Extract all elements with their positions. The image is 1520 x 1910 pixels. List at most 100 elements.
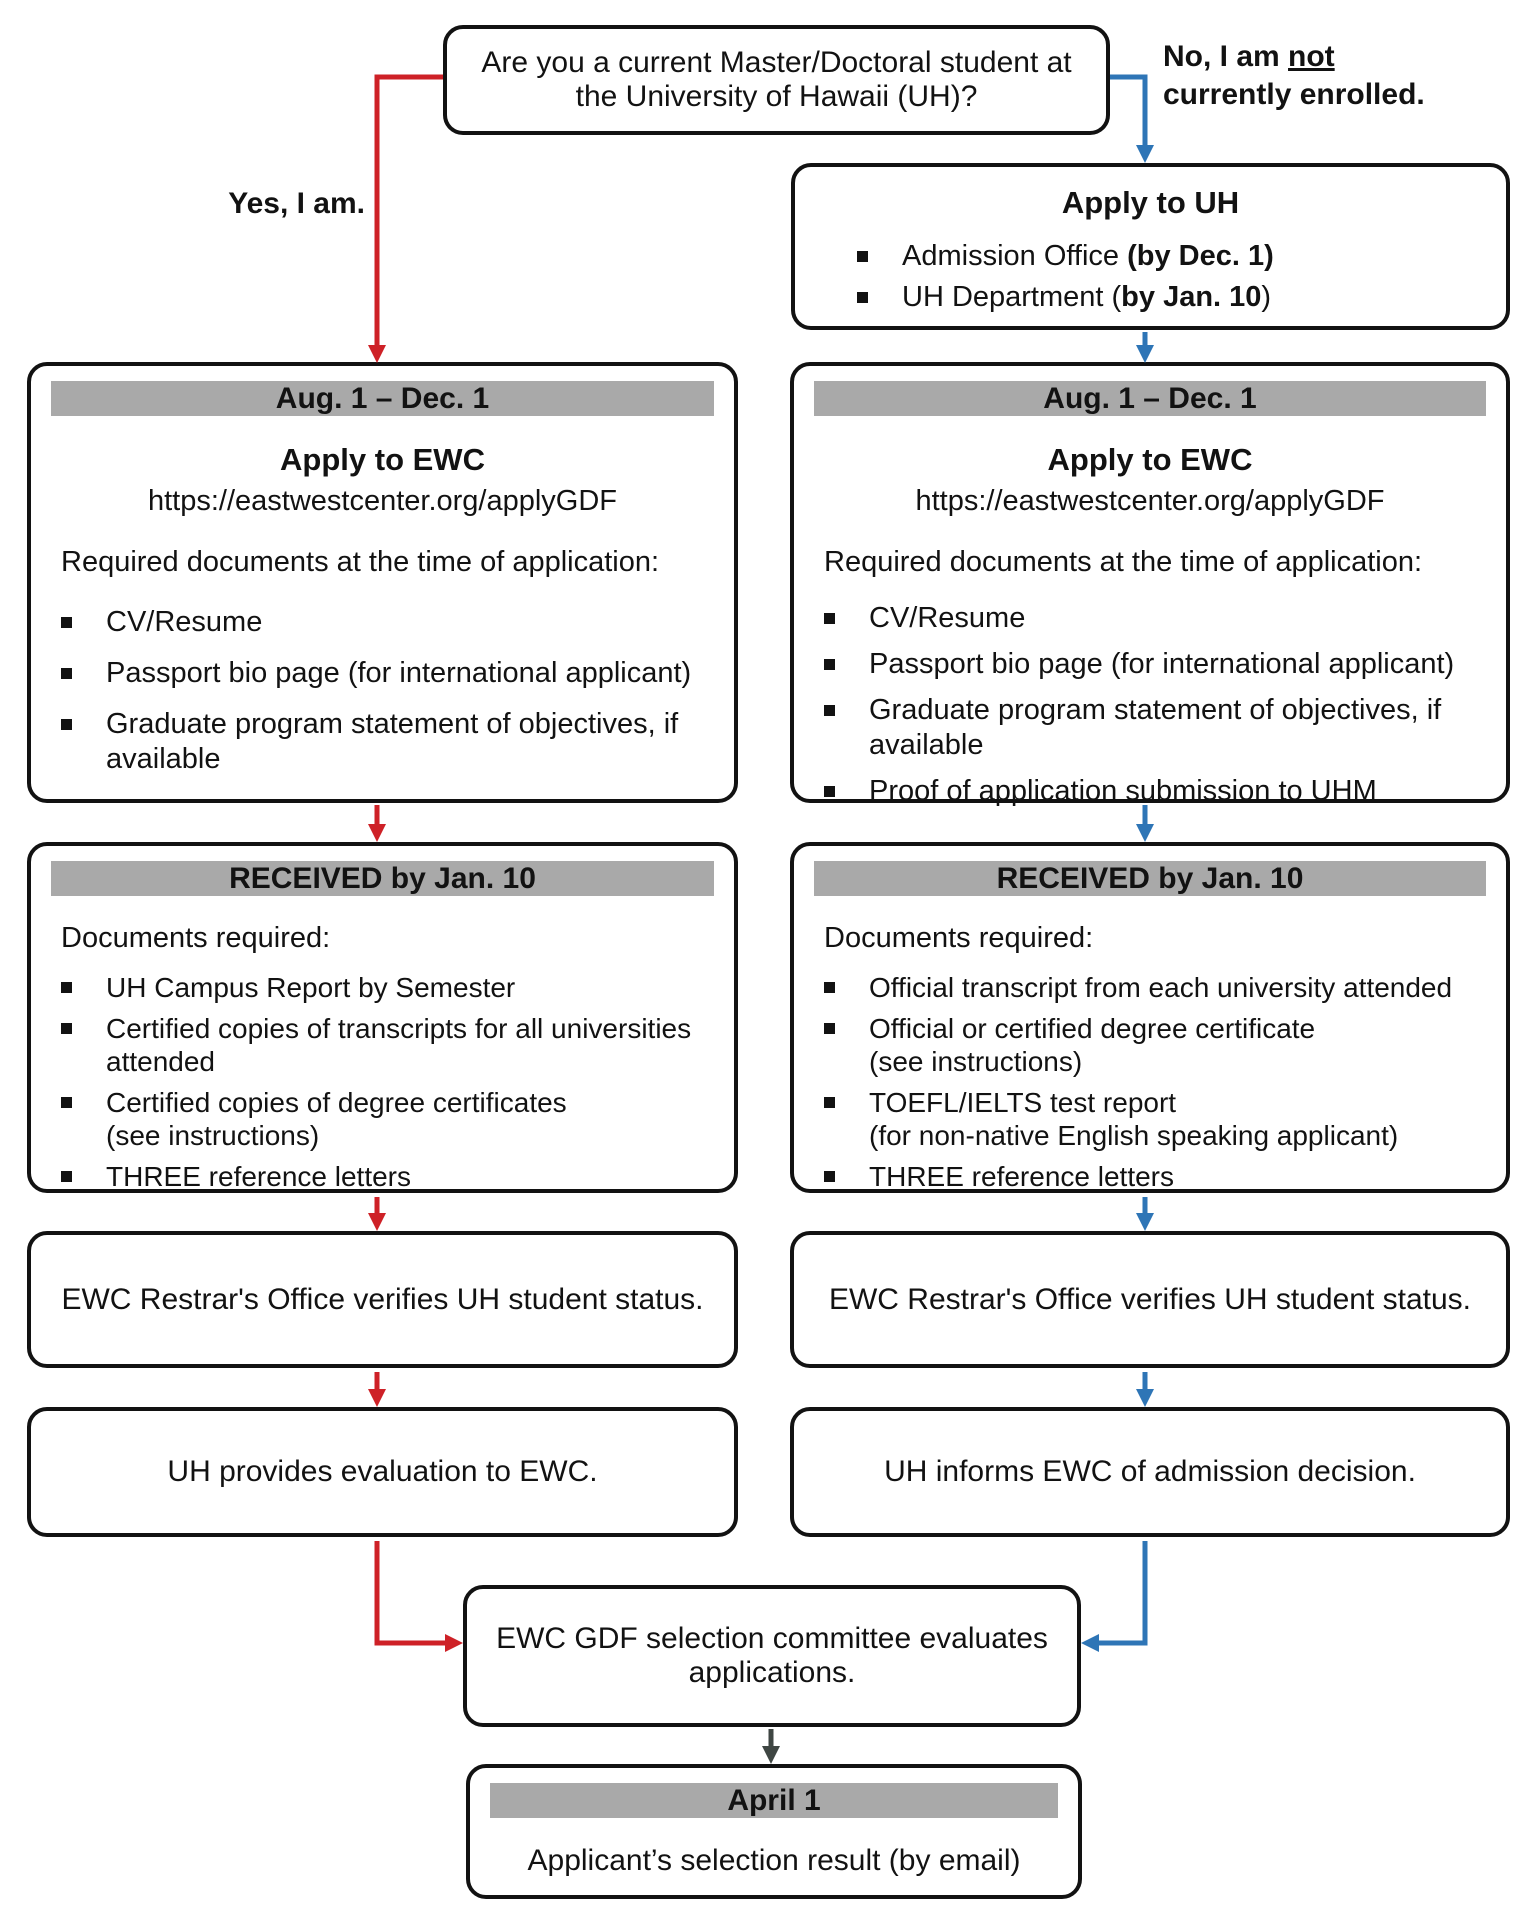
list-item: CV/Resume	[824, 601, 1482, 636]
list-item-text: Admission Office (by Dec. 1)	[902, 239, 1274, 274]
bullet-square-icon	[824, 705, 835, 716]
no-label-line2: currently enrolled.	[1163, 78, 1425, 111]
verify-right-box: EWC Restrar's Office verifies UH student…	[790, 1231, 1510, 1368]
bullet-square-icon	[61, 719, 72, 730]
list-item-bold: by Jan. 10	[1121, 281, 1262, 313]
list-item: Proof of application submission to UHM	[824, 774, 1482, 809]
bullet-list: UH Campus Report by Semester Certified c…	[61, 971, 710, 1193]
verify-left-text: EWC Restrar's Office verifies UH student…	[61, 1282, 704, 1316]
bullet-square-icon	[61, 617, 72, 628]
box-intro: Required documents at the time of applic…	[61, 546, 660, 578]
list-item-text: CV/Resume	[106, 606, 263, 638]
bullet-list: CV/Resume Passport bio page (for interna…	[824, 601, 1482, 809]
list-item: Official or certified degree certificate…	[824, 1012, 1482, 1078]
verify-right-text: EWC Restrar's Office verifies UH student…	[828, 1282, 1472, 1316]
committee-text: EWC GDF selection committee evaluates ap…	[496, 1622, 1048, 1689]
list-item-text: CV/Resume	[869, 602, 1026, 634]
eval-right-box: UH informs EWC of admission decision.	[790, 1407, 1510, 1537]
list-item: THREE reference letters	[824, 1160, 1482, 1193]
list-item-text: Official transcript from each university…	[869, 972, 1453, 1003]
box-title: Apply to EWC	[1047, 442, 1253, 477]
received-right-box: RECEIVED by Jan. 10 Documents required: …	[790, 842, 1510, 1193]
committee-box: EWC GDF selection committee evaluates ap…	[463, 1585, 1081, 1727]
red-arrow-question-to-apply	[368, 74, 443, 363]
list-item-text2: (see instructions)	[869, 1046, 1083, 1077]
date-banner: Aug. 1 – Dec. 1	[814, 381, 1486, 416]
bullet-square-icon	[824, 659, 835, 670]
question-box: Are you a current Master/Doctoral studen…	[443, 25, 1110, 135]
yes-path-label: Yes, I am.	[160, 185, 365, 223]
eval-left-box: UH provides evaluation to EWC.	[27, 1407, 738, 1537]
bullet-square-icon	[824, 786, 835, 797]
date-banner: RECEIVED by Jan. 10	[814, 861, 1486, 896]
box-title: Apply to EWC	[280, 442, 485, 477]
list-item-post: )	[1261, 281, 1272, 313]
date-banner: RECEIVED by Jan. 10	[51, 861, 714, 896]
list-item-text: UH Campus Report by Semester	[106, 972, 516, 1003]
list-item: Graduate program statement of objectives…	[824, 693, 1482, 763]
box-intro: Documents required:	[824, 922, 1094, 954]
list-item-text: Official or certified degree certificate	[869, 1013, 1316, 1044]
box-title: Apply to UH	[1061, 185, 1240, 220]
eval-right-text: UH informs EWC of admission decision.	[884, 1455, 1416, 1488]
date-banner: April 1	[490, 1783, 1058, 1818]
no-label-underlined: not	[1288, 40, 1335, 73]
bullet-square-icon	[824, 613, 835, 624]
list-item: UH Department (by Jan. 10)	[857, 280, 1482, 315]
bullet-list: CV/Resume Passport bio page (for interna…	[61, 605, 710, 777]
bullet-square-icon	[61, 1171, 72, 1182]
bullet-square-icon	[61, 668, 72, 679]
bullet-square-icon	[857, 292, 868, 303]
list-item-text: Passport bio page (for international app…	[106, 657, 692, 689]
list-item: Certified copies of transcripts for all …	[61, 1012, 710, 1078]
red-arrow-eval-to-committee	[374, 1541, 463, 1652]
list-item: Certified copies of degree certificates(…	[61, 1086, 710, 1152]
yes-label-text: Yes, I am.	[228, 187, 365, 220]
bullet-square-icon	[61, 1023, 72, 1034]
list-item: Admission Office (by Dec. 1)	[857, 239, 1482, 274]
bullet-square-icon	[824, 982, 835, 993]
date-banner: Aug. 1 – Dec. 1	[51, 381, 714, 416]
list-item-text2: (for non-native English speaking applica…	[869, 1120, 1399, 1151]
blue-arrow-question-to-applyuh	[1110, 74, 1154, 163]
list-item: UH Campus Report by Semester	[61, 971, 710, 1004]
no-path-label: No, I am not currently enrolled.	[1163, 38, 1493, 114]
april-box: April 1 Applicant’s selection result (by…	[466, 1764, 1082, 1899]
list-item: THREE reference letters	[61, 1160, 710, 1193]
bullet-square-icon	[824, 1023, 835, 1034]
bullet-square-icon	[61, 1097, 72, 1108]
list-item: Passport bio page (for international app…	[824, 647, 1482, 682]
list-item-text: THREE reference letters	[869, 1161, 1174, 1192]
list-item: CV/Resume	[61, 605, 710, 640]
list-item-text: Graduate program statement of objectives…	[106, 708, 679, 775]
no-label-pre: No, I am	[1163, 40, 1289, 73]
list-item-text: Proof of application submission to UHM	[869, 775, 1377, 807]
no-label-line1: No, I am not	[1163, 40, 1335, 73]
list-item-text: Certified copies of degree certificates	[106, 1087, 567, 1118]
box-url: https://eastwestcenter.org/applyGDF	[915, 485, 1385, 517]
bullet-square-icon	[824, 1097, 835, 1108]
apply-ewc-right-box: Aug. 1 – Dec. 1 Apply to EWC https://eas…	[790, 362, 1510, 807]
verify-left-box: EWC Restrar's Office verifies UH student…	[27, 1231, 738, 1368]
bullet-square-icon	[824, 1171, 835, 1182]
blue-arrow-eval-to-committee	[1081, 1541, 1148, 1652]
bullet-square-icon	[61, 982, 72, 993]
box-intro: Required documents at the time of applic…	[824, 546, 1423, 578]
list-item-text: TOEFL/IELTS test report	[869, 1087, 1177, 1118]
apply-uh-box: Apply to UH Admission Office (by Dec. 1)…	[791, 163, 1510, 330]
eval-left-text: UH provides evaluation to EWC.	[167, 1455, 598, 1488]
apply-ewc-left-box: Aug. 1 – Dec. 1 Apply to EWC https://eas…	[27, 362, 738, 803]
question-text: Are you a current Master/Doctoral studen…	[481, 46, 1072, 113]
list-item: Passport bio page (for international app…	[61, 656, 710, 691]
april-result-text: Applicant’s selection result (by email)	[527, 1844, 1021, 1877]
list-item-text2: (see instructions)	[106, 1120, 320, 1151]
list-item-text: Certified copies of transcripts for all …	[106, 1013, 692, 1077]
received-left-box: RECEIVED by Jan. 10 Documents required: …	[27, 842, 738, 1193]
list-item-pre: UH Department (	[902, 281, 1122, 313]
list-item-text: Graduate program statement of objectives…	[869, 694, 1442, 761]
box-url: https://eastwestcenter.org/applyGDF	[147, 485, 618, 517]
list-item-pre: Admission Office	[902, 240, 1128, 272]
list-item-bold: (by Dec. 1)	[1127, 240, 1274, 272]
list-item: Graduate program statement of objectives…	[61, 707, 710, 777]
